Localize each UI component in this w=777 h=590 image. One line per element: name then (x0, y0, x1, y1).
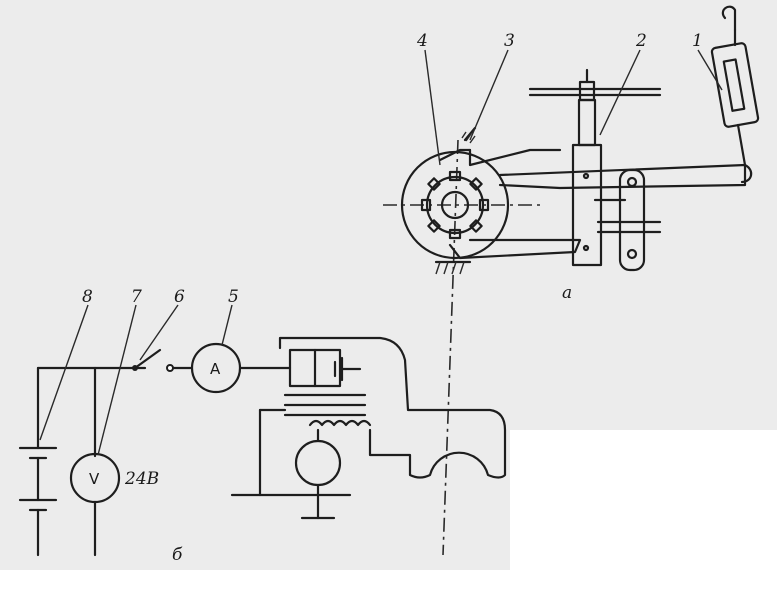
callout-3: 3 (504, 31, 515, 51)
switch-blade (133, 348, 162, 370)
stator-outer-circle (400, 150, 510, 260)
callout-6: 6 (174, 287, 185, 307)
part-a-test-rig: 4 3 2 1 а (383, 5, 760, 556)
leader-7 (97, 304, 137, 456)
clamp-screw (528, 68, 662, 267)
upper-bracket-link (438, 148, 472, 162)
lower-lever (448, 238, 582, 260)
regulator-housing (278, 336, 507, 479)
callout-2: 2 (635, 31, 647, 51)
leader-5 (221, 304, 233, 346)
ground-hatch-bottom (434, 260, 472, 275)
main-arm (498, 163, 747, 190)
armature-circle (425, 175, 485, 235)
upper-bracket (468, 148, 562, 167)
leader-8 (39, 304, 89, 441)
battery (18, 446, 58, 557)
callout-1: 1 (692, 31, 703, 51)
spring-scale (710, 5, 760, 184)
part-a-label: а (562, 283, 572, 303)
ground-hatch-top (461, 126, 477, 144)
callout-8: 8 (82, 287, 93, 307)
voltmeter-symbol: V (89, 470, 100, 488)
voltage-label: 24В (124, 469, 159, 489)
callout-5: 5 (228, 287, 239, 307)
part-b-label: б (172, 545, 183, 565)
link-bars (593, 168, 662, 272)
armature-teeth (420, 170, 490, 240)
leader-4 (424, 49, 441, 166)
shaft-circle (440, 190, 470, 220)
ammeter-symbol: A (210, 360, 221, 378)
leader-6 (139, 304, 179, 361)
paper-background-top (0, 0, 777, 430)
leader-3 (469, 49, 509, 141)
part-b-circuit: V 24В A (18, 287, 507, 565)
relay-unit (258, 348, 372, 497)
callout-7: 7 (131, 287, 142, 307)
leader-1 (697, 49, 723, 91)
paper-background-bottom (0, 430, 510, 570)
leader-2 (599, 49, 641, 136)
callout-4: 4 (416, 31, 428, 51)
